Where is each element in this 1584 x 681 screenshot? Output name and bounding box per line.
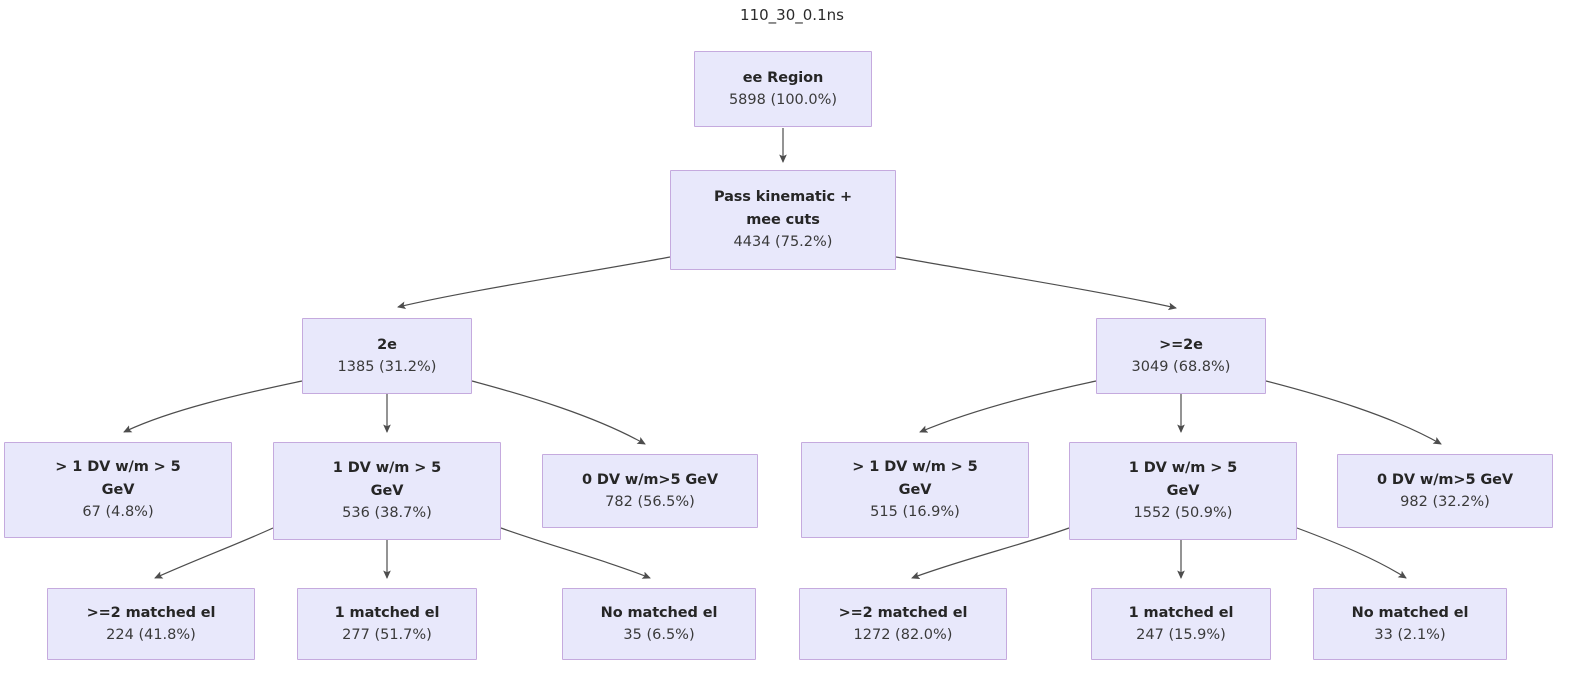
node-0dv_l[interactable]: 0 DV w/m>5 GeV 782 (56.5%) <box>542 454 758 528</box>
node-label: 2e <box>377 336 397 353</box>
node-label: 0 DV w/m>5 GeV <box>581 471 719 488</box>
node-nom_l[interactable]: No matched el 35 (6.5%) <box>562 588 756 660</box>
node-nom_r[interactable]: No matched el 33 (2.1%) <box>1313 588 1507 660</box>
node-label: 1 matched el <box>334 604 440 621</box>
node-ge2m_r[interactable]: >=2 matched el 1272 (82.0%) <box>799 588 1007 660</box>
node-stat: 5898 (100.0%) <box>728 92 838 108</box>
node-0dv_r[interactable]: 0 DV w/m>5 GeV 982 (32.2%) <box>1337 454 1553 528</box>
node-1m_r[interactable]: 1 matched el 247 (15.9%) <box>1091 588 1271 660</box>
node-cuts[interactable]: Pass kinematic + mee cuts 4434 (75.2%) <box>670 170 896 270</box>
node-label: Pass kinematic + mee cuts <box>713 189 853 228</box>
node-label: >=2e <box>1159 336 1203 353</box>
node-stat: 1272 (82.0%) <box>853 627 953 643</box>
node-stat: 67 (4.8%) <box>82 504 154 521</box>
node-stat: 1385 (31.2%) <box>337 359 437 375</box>
node-label: 1 DV w/m > 5 GeV <box>1128 460 1238 499</box>
edge-1dv_r-to-nom_r <box>1296 527 1407 579</box>
node-stat: 3049 (68.8%) <box>1131 359 1231 375</box>
edge-1dv_l-to-nom_l <box>500 527 651 579</box>
node-label: >=2 matched el <box>86 604 216 621</box>
graph-title: 110_30_0.1ns <box>740 6 844 24</box>
node-stat: 224 (41.8%) <box>106 627 196 643</box>
node-stat: 782 (56.5%) <box>605 494 695 510</box>
edge-cuts-to-2e <box>397 256 671 310</box>
node-stat: 1552 (50.9%) <box>1133 505 1233 522</box>
node-stat: 247 (15.9%) <box>1136 627 1226 643</box>
node-1m_l[interactable]: 1 matched el 277 (51.7%) <box>297 588 477 660</box>
edge-ge2e-to-gt1dv_r <box>919 380 1097 433</box>
node-stat: 33 (2.1%) <box>1374 627 1446 643</box>
node-ge2e[interactable]: >=2e 3049 (68.8%) <box>1096 318 1266 394</box>
edge-cuts-to-ge2e <box>895 256 1177 311</box>
node-label: > 1 DV w/m > 5 GeV <box>852 459 978 498</box>
edge-2e-to-gt1dv_l <box>123 380 303 433</box>
node-stat: 277 (51.7%) <box>342 627 432 643</box>
node-1dv_l[interactable]: 1 DV w/m > 5 GeV 536 (38.7%) <box>273 442 501 540</box>
node-ge2m_l[interactable]: >=2 matched el 224 (41.8%) <box>47 588 255 660</box>
node-label: >=2 matched el <box>838 604 968 621</box>
node-label: No matched el <box>1351 604 1469 621</box>
node-stat: 4434 (75.2%) <box>733 234 833 251</box>
node-root[interactable]: ee Region 5898 (100.0%) <box>694 51 872 127</box>
node-stat: 35 (6.5%) <box>623 627 695 643</box>
node-label: No matched el <box>600 604 718 621</box>
node-label: 1 matched el <box>1128 604 1234 621</box>
node-gt1dv_l[interactable]: > 1 DV w/m > 5 GeV 67 (4.8%) <box>4 442 232 538</box>
node-stat: 515 (16.9%) <box>870 504 960 521</box>
edge-2e-to-0dv_l <box>471 380 646 445</box>
node-label: > 1 DV w/m > 5 GeV <box>55 459 181 498</box>
node-stat: 982 (32.2%) <box>1400 494 1490 510</box>
node-1dv_r[interactable]: 1 DV w/m > 5 GeV 1552 (50.9%) <box>1069 442 1297 540</box>
node-label: 1 DV w/m > 5 GeV <box>332 460 442 499</box>
node-label: 0 DV w/m>5 GeV <box>1376 471 1514 488</box>
node-2e[interactable]: 2e 1385 (31.2%) <box>302 318 472 394</box>
node-gt1dv_r[interactable]: > 1 DV w/m > 5 GeV 515 (16.9%) <box>801 442 1029 538</box>
edge-ge2e-to-0dv_r <box>1265 380 1442 445</box>
node-label: ee Region <box>742 69 824 86</box>
node-stat: 536 (38.7%) <box>342 505 432 522</box>
